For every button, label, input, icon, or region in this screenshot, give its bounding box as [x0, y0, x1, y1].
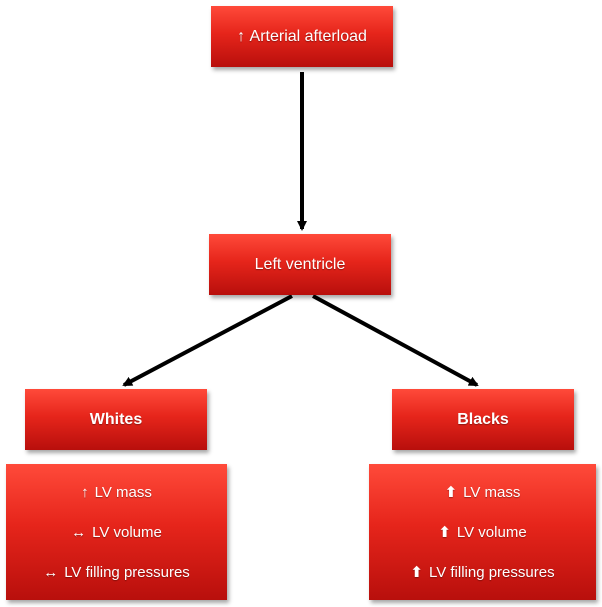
- detail-line: ↔ LV volume: [71, 524, 162, 541]
- detail-line: ⬆ LV volume: [438, 523, 527, 542]
- detail-text: LV volume: [456, 523, 527, 541]
- blacks-details-box: ⬆ LV mass ⬆ LV volume ⬆ LV filling press…: [369, 464, 596, 600]
- detail-line: ⬆ LV mass: [444, 483, 521, 502]
- left-right-arrow-icon: ↔: [71, 523, 87, 541]
- detail-text: LV mass: [94, 483, 152, 501]
- node-arterial-afterload: ↑ Arterial afterload: [211, 6, 393, 67]
- detail-line: ↔ LV filling pressures: [43, 564, 190, 581]
- arrow-lv-to-blacks: [312, 294, 479, 387]
- detail-text: LV filling pressures: [64, 563, 190, 581]
- left-right-arrow-icon: ↔: [43, 563, 59, 581]
- node-label: Arterial afterload: [249, 27, 367, 45]
- node-label: Whites: [89, 410, 143, 428]
- detail-text: LV mass: [463, 483, 521, 501]
- arrow-lv-to-whites: [122, 294, 293, 387]
- up-arrow-icon: ↑: [81, 483, 89, 501]
- whites-details-box: ↑ LV mass ↔ LV volume ↔ LV filling press…: [6, 464, 227, 600]
- detail-line: ⬆ LV filling pressures: [410, 563, 555, 582]
- node-whites: Whites: [25, 389, 207, 450]
- node-label: Left ventricle: [254, 255, 346, 273]
- up-arrow-icon: ↑: [237, 27, 246, 45]
- bold-up-arrow-icon: ⬆: [410, 564, 423, 581]
- detail-text: LV filling pressures: [428, 563, 555, 581]
- detail-text: LV volume: [92, 523, 162, 541]
- node-left-ventricle: Left ventricle: [209, 234, 391, 295]
- bold-up-arrow-icon: ⬆: [444, 484, 458, 501]
- node-label: Blacks: [457, 410, 509, 428]
- node-blacks: Blacks: [392, 389, 574, 450]
- detail-line: ↑ LV mass: [81, 484, 152, 501]
- bold-up-arrow-icon: ⬆: [438, 524, 451, 541]
